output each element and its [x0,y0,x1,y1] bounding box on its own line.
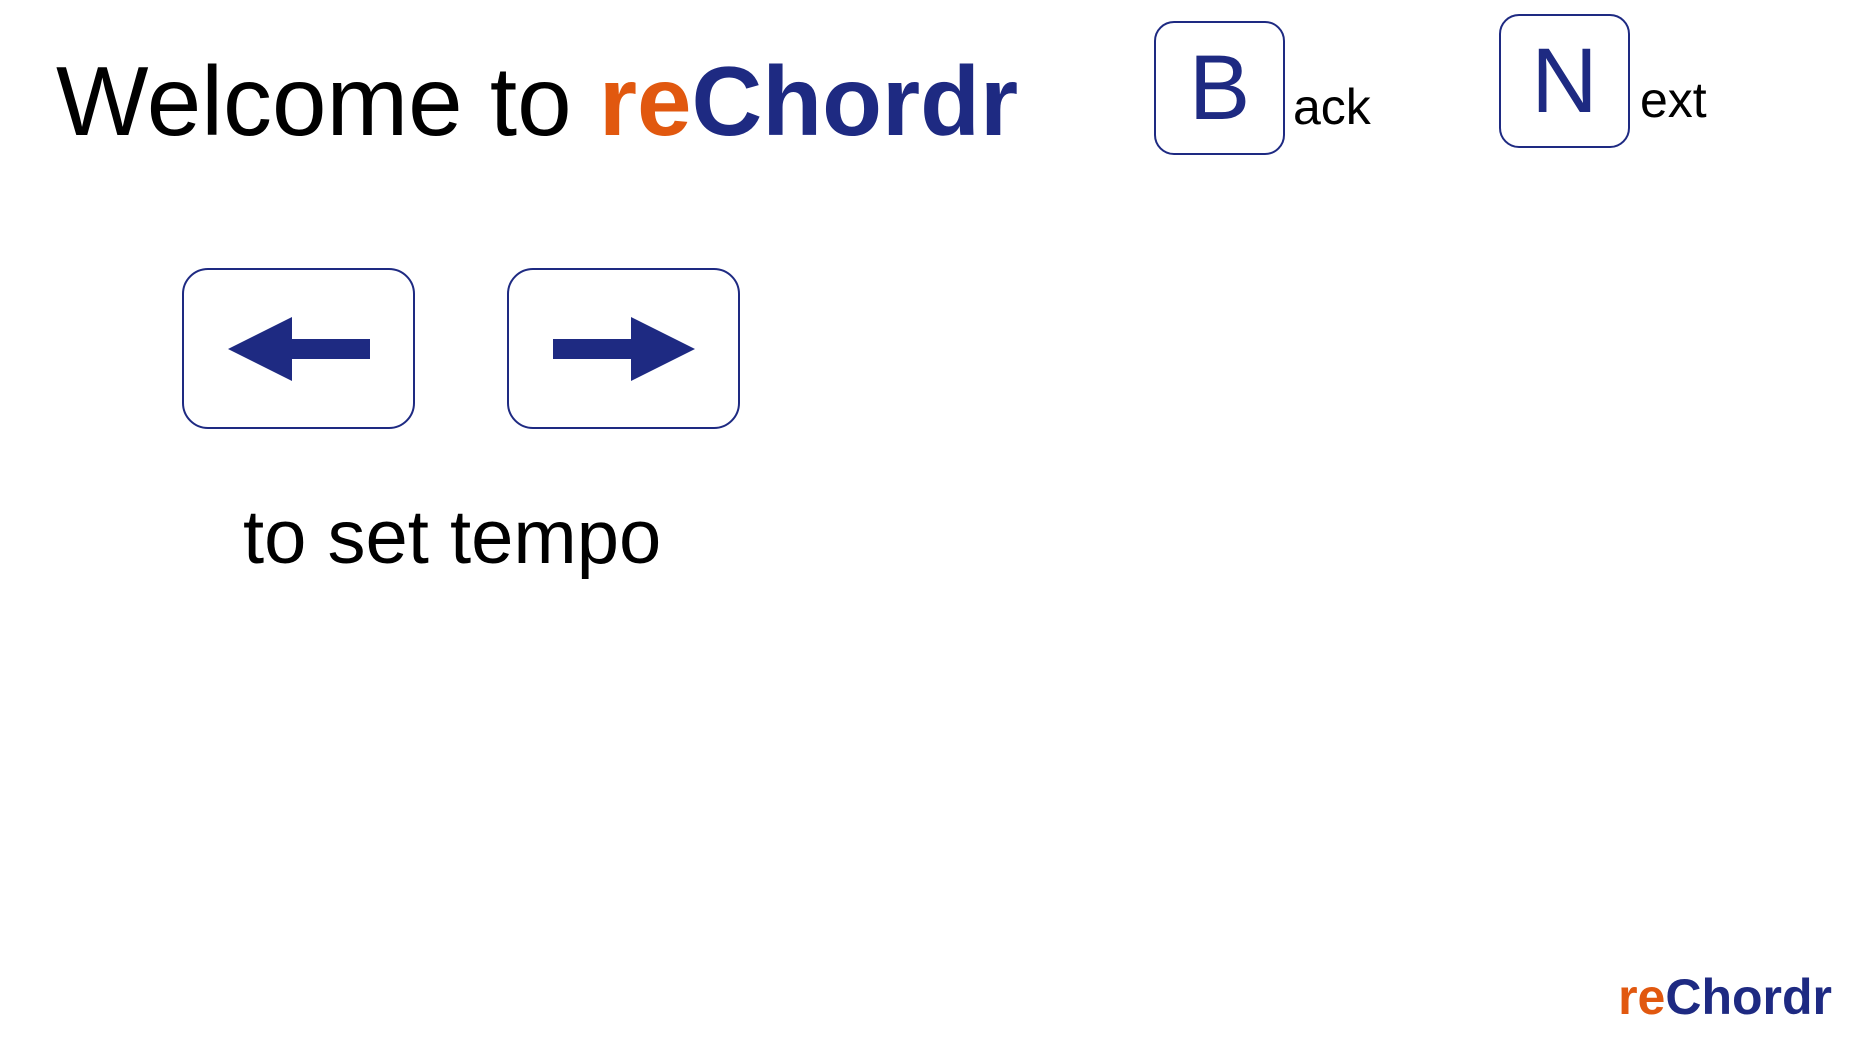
page-title: Welcome to reChordr [56,52,1018,150]
tempo-increase-button[interactable] [507,268,740,429]
footer-brand-re: re [1618,969,1666,1025]
arrow-left-icon [227,316,370,381]
arrow-right-icon [552,316,695,381]
tempo-instruction: to set tempo [243,495,662,580]
back-label: ack [1293,79,1371,135]
brand-re: re [598,46,692,156]
next-key-letter: N [1531,30,1598,132]
footer-logo: reChordr [1618,972,1832,1022]
footer-brand-chordr: Chordr [1665,969,1832,1025]
welcome-text: Welcome to [56,46,599,156]
next-label: ext [1640,72,1707,128]
next-key-button[interactable]: N [1499,14,1630,148]
back-key-button[interactable]: B [1154,21,1285,155]
brand-chordr: Chordr [691,46,1019,156]
tempo-decrease-button[interactable] [182,268,415,429]
back-key-letter: B [1188,37,1251,139]
